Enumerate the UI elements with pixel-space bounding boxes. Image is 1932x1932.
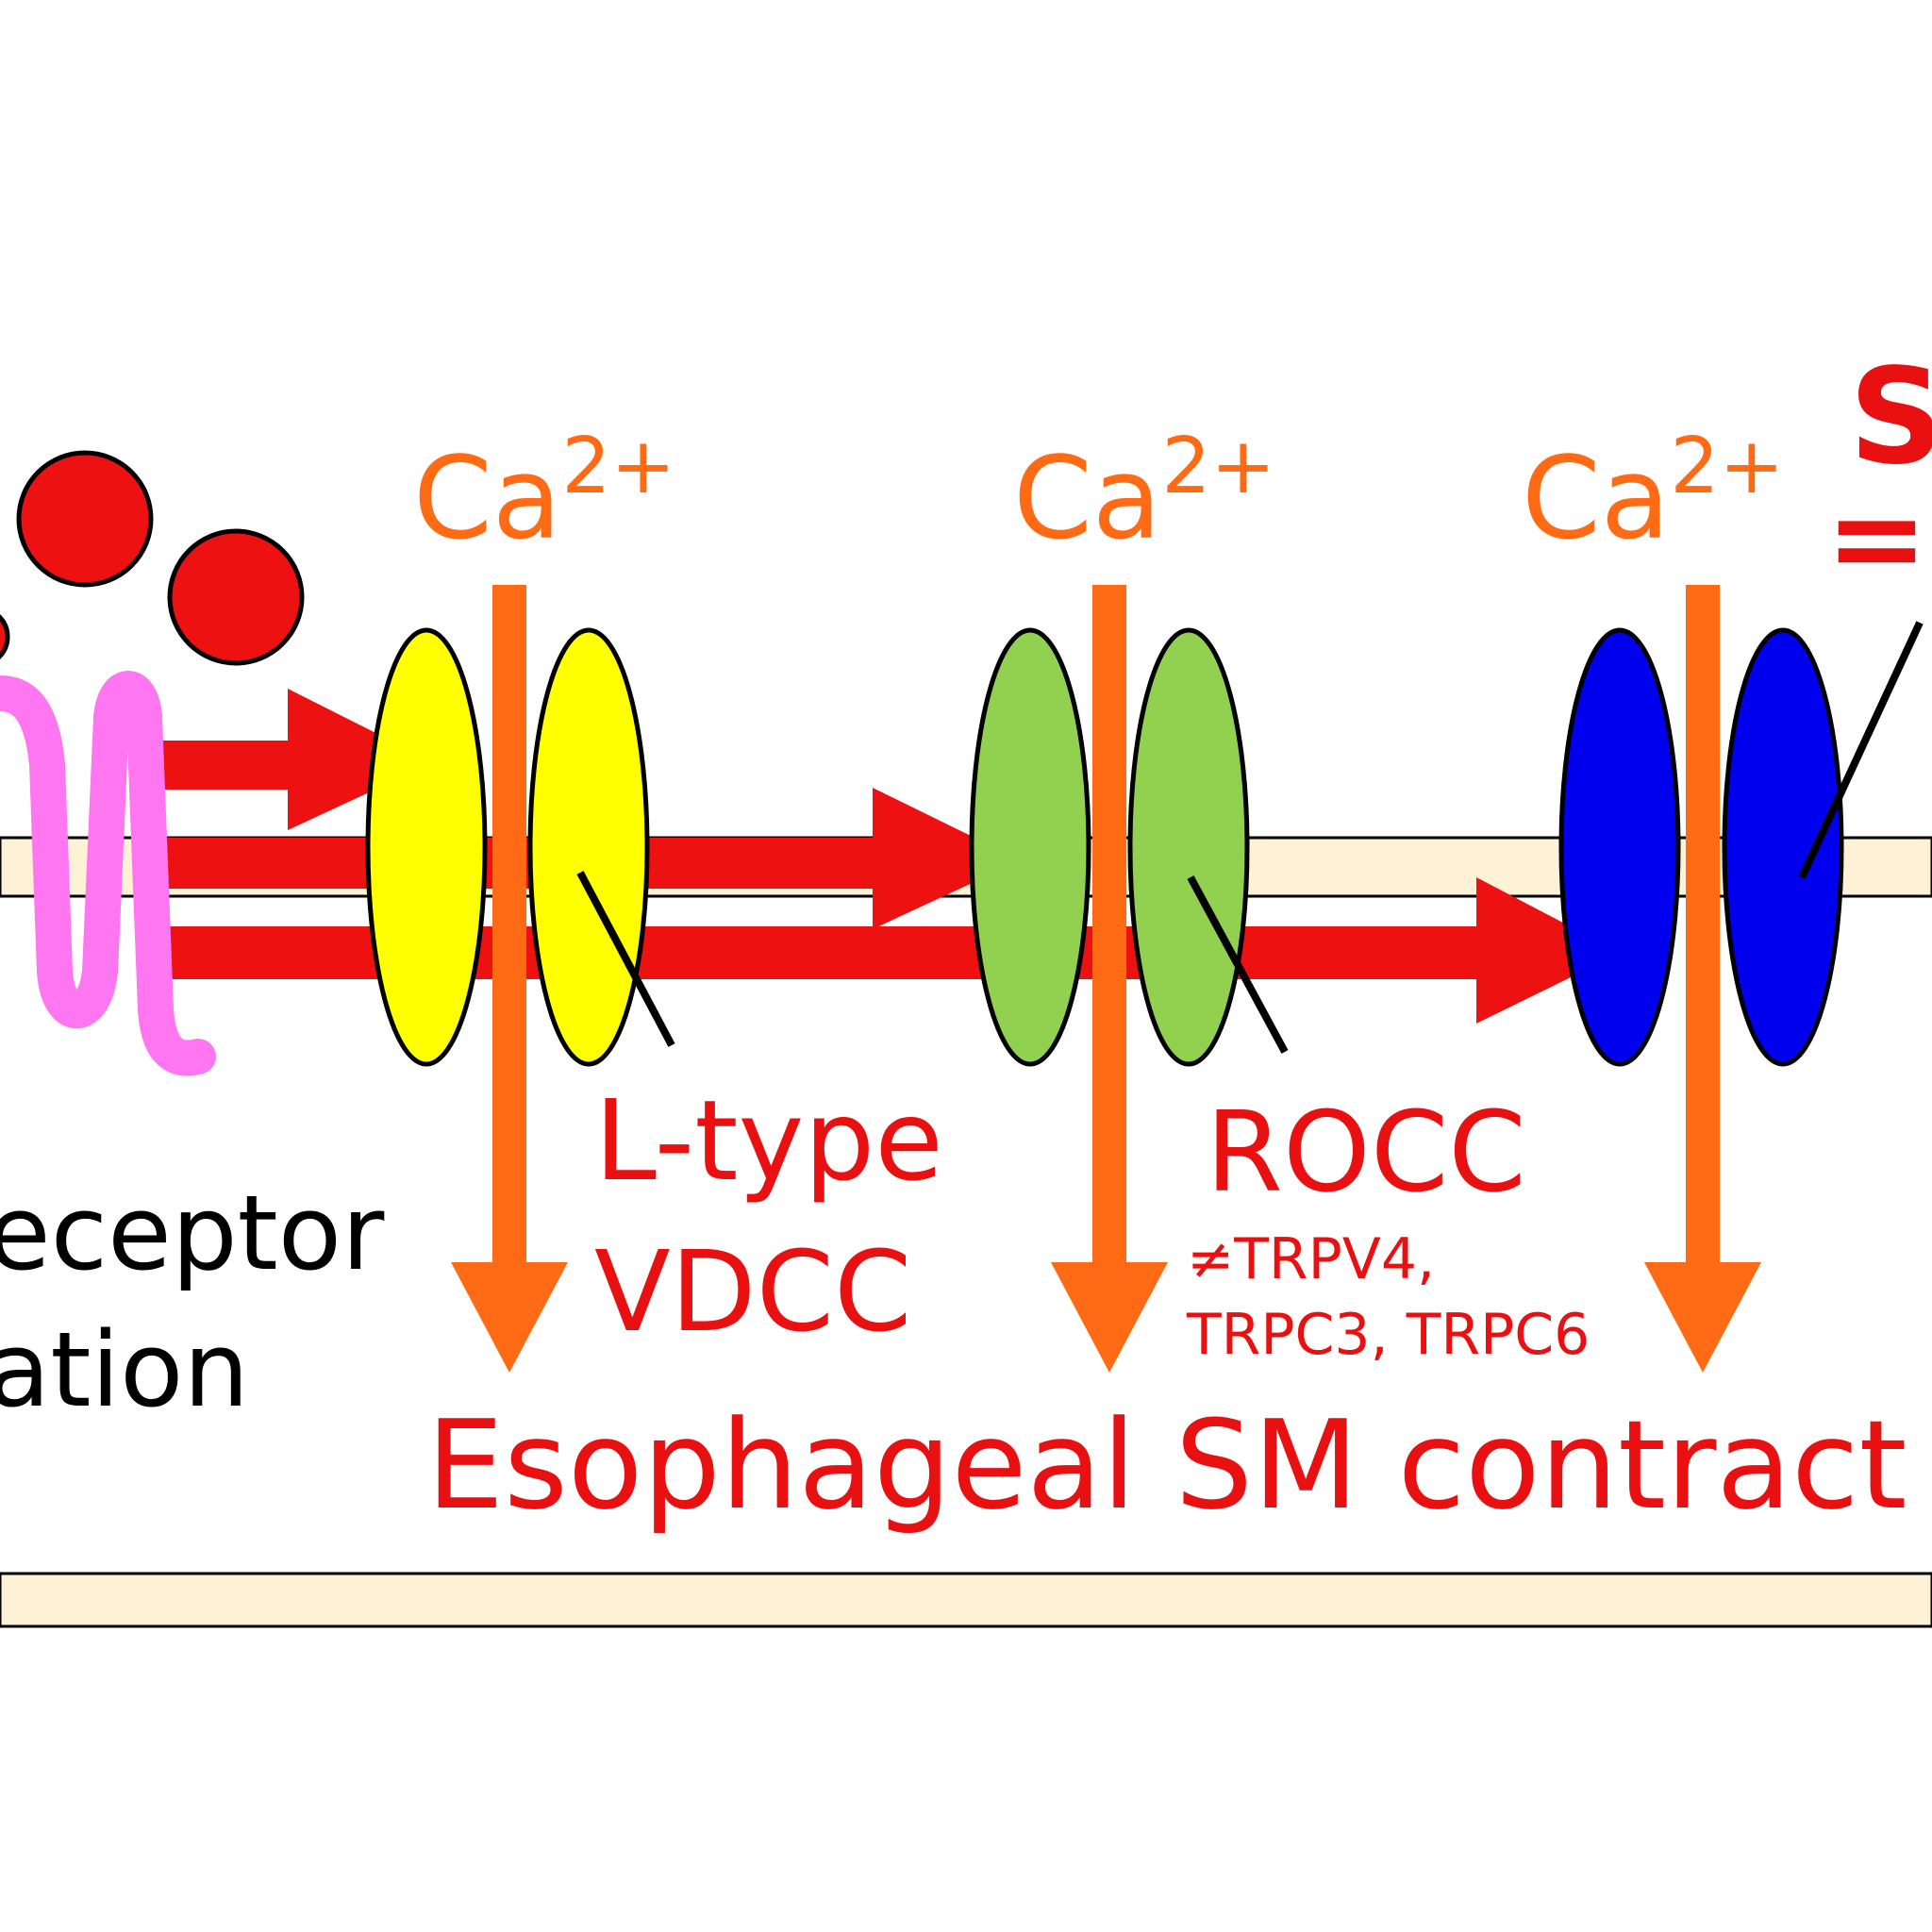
vdcc-label: VDCC: [594, 1226, 911, 1357]
corner-letter: S: [1849, 341, 1932, 494]
rocc-note-1: ≠TRPV4,: [1187, 1226, 1435, 1292]
receptor-squiggle: [0, 671, 216, 1076]
signal-arrow-to-third-channel: [142, 877, 1621, 1024]
signal-arrow-to-l-type: [142, 689, 434, 830]
calcium-arrow-1: [451, 585, 568, 1373]
calcium-arrow-3: [1644, 585, 1761, 1373]
l-type-channel-left: [365, 627, 488, 1067]
calcium-arrow-2: [1051, 585, 1168, 1373]
third-channel-left: [1558, 627, 1681, 1067]
l-type-label: L-type: [594, 1075, 943, 1206]
outcome-label: Esophageal SM contract: [426, 1393, 1907, 1537]
calcium-label-3: Ca2+: [1522, 422, 1784, 565]
rocc-channel-left: [969, 627, 1091, 1067]
calcium-base-2: Ca: [1013, 434, 1161, 565]
calcium-charge-2: 2+: [1161, 422, 1275, 511]
rocc-label: ROCC: [1206, 1087, 1526, 1217]
calcium-charge-3: 2+: [1670, 422, 1784, 511]
ligand-circle: [16, 450, 154, 588]
calcium-label-2: Ca2+: [1013, 422, 1275, 565]
calcium-base-1: Ca: [413, 434, 561, 565]
ligand-circle: [0, 614, 10, 659]
l-type-block-line: [576, 871, 675, 1047]
rocc-note-2: TRPC3, TRPC6: [1186, 1302, 1590, 1368]
third-channel-block-line: [1798, 621, 1924, 879]
lower-membrane: [0, 1572, 1932, 1628]
rocc-block-line: [1187, 875, 1289, 1054]
rocc-channel-right: [1127, 627, 1250, 1067]
receptor-label-line1: eceptor: [0, 1173, 385, 1293]
third-channel-right: [1722, 627, 1844, 1067]
calcium-label-1: Ca2+: [413, 422, 675, 565]
calcium-base-3: Ca: [1522, 434, 1670, 565]
calcium-charge-1: 2+: [561, 422, 675, 511]
l-type-channel-right: [527, 627, 650, 1067]
ligand-circle: [167, 528, 305, 666]
receptor-label-line2: ation: [0, 1309, 249, 1430]
corner-symbol: =: [1825, 466, 1928, 609]
